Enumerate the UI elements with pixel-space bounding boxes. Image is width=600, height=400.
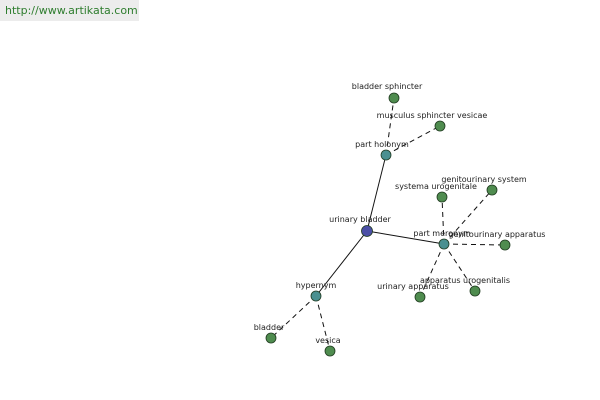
label-apparatus-urogenitalis: apparatus urogenitalis [420,276,510,285]
node-apparatus-urogenitalis[interactable] [469,285,481,297]
label-genitourinary-apparatus: genitourinary apparatus [449,230,546,239]
label-vesica: vesica [315,336,340,345]
node-urinary-bladder[interactable] [361,225,373,237]
node-hypernym[interactable] [310,290,322,302]
node-bladder[interactable] [265,332,277,344]
edge-part-holonym-to-bladder-sphincter [385,97,395,156]
edge-urinary-bladder-to-hypernym [315,230,368,297]
graph-labels: urinary bladder part holonym part meronym h… [254,82,546,345]
edge-part-meronym-to-genitourinary-system [443,189,493,245]
node-part-holonym[interactable] [380,149,392,161]
label-systema-urogenitale: systema urogenitale [395,182,477,191]
edge-part-meronym-to-systema-urogenitale [441,196,445,245]
edge-urinary-bladder-to-part-meronym [366,230,445,245]
node-genitourinary-system[interactable] [486,184,498,196]
edge-part-meronym-to-genitourinary-apparatus [443,243,506,246]
edge-hypernym-to-vesica [315,295,331,352]
node-part-meronym[interactable] [438,238,450,250]
node-urinary-apparatus[interactable] [414,291,426,303]
edge-hypernym-to-bladder [270,295,317,339]
label-urinary-apparatus: urinary apparatus [377,282,449,291]
node-genitourinary-apparatus[interactable] [499,239,511,251]
url-bar: http://www.artikata.com [0,0,139,21]
label-musculus-sphincter-vesicae: musculus sphincter vesicae [377,111,488,120]
label-bladder-sphincter: bladder sphincter [352,82,423,91]
edge-part-meronym-to-apparatus-urogenitalis [443,243,476,292]
node-systema-urogenitale[interactable] [436,191,448,203]
node-musculus-sphincter-vesicae[interactable] [434,120,446,132]
label-part-holonym: part holonym [355,140,409,149]
node-vesica[interactable] [324,345,336,357]
label-urinary-bladder: urinary bladder [329,215,391,224]
edge-urinary-bladder-to-part-holonym [366,154,387,232]
graph-edges [270,97,506,352]
label-hypernym: hypernym [296,281,337,290]
site-url-link[interactable]: http://www.artikata.com [5,4,138,17]
edge-part-holonym-to-musculus-sphincter-vesicae [385,125,441,156]
graph-nodes [265,92,511,357]
label-bladder: bladder [254,323,285,332]
edge-part-meronym-to-urinary-apparatus [419,243,445,298]
label-part-meronym: part meronym [413,229,470,238]
node-bladder-sphincter[interactable] [388,92,400,104]
label-genitourinary-system: genitourinary system [441,175,527,184]
